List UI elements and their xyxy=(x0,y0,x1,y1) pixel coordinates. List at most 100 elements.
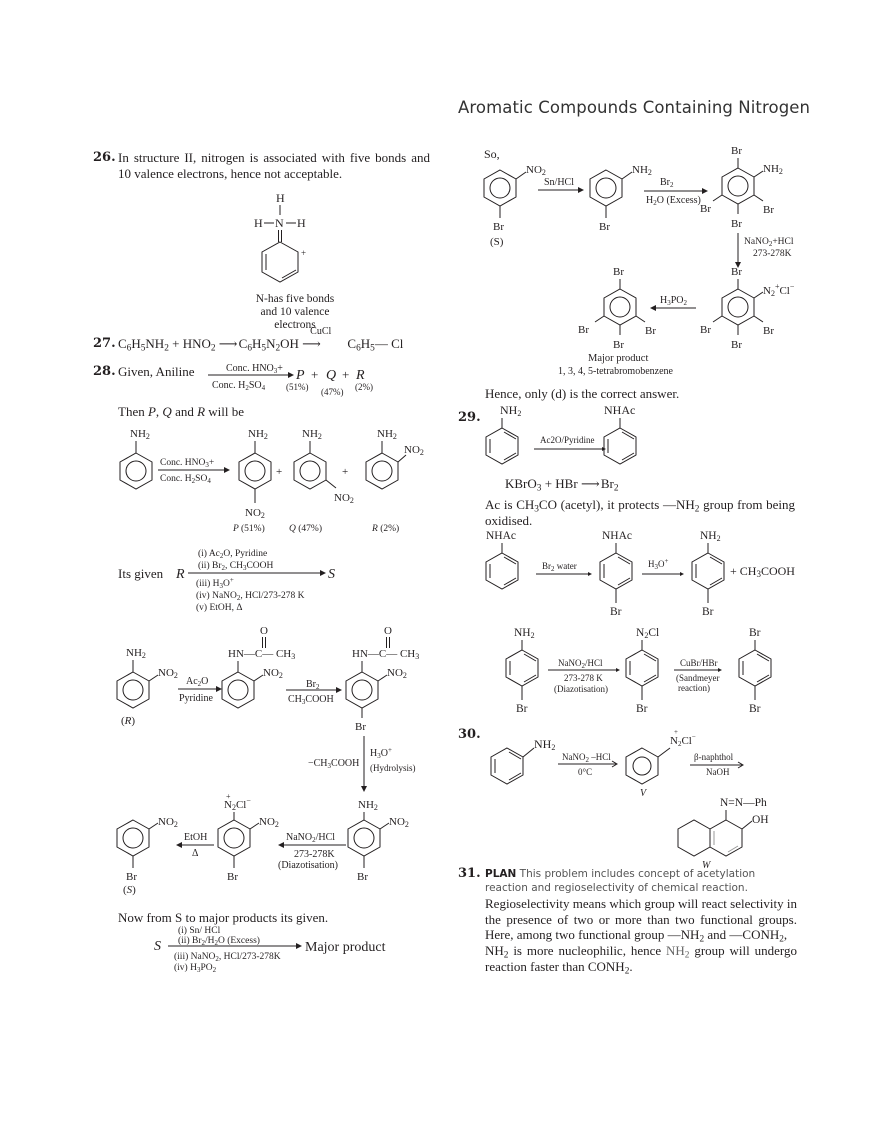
svg-text:V: V xyxy=(640,788,648,799)
svg-text:Br: Br xyxy=(610,606,622,618)
svg-text:(Diazotisation): (Diazotisation) xyxy=(554,684,608,694)
svg-text:(R): (R) xyxy=(121,715,135,727)
svg-text:(Hydrolysis): (Hydrolysis) xyxy=(370,763,416,773)
svg-text:HN—C— CH3: HN—C— CH3 xyxy=(228,648,295,661)
svg-text:Br2: Br2 xyxy=(660,177,674,189)
svg-text:reaction): reaction) xyxy=(678,683,710,693)
q28-conclusion: Hence, only (d) is the correct answer. xyxy=(485,386,680,401)
q28-equation-arrow: Conc. HNO3+ Conc. H2SO4 P + Q + R (51%) … xyxy=(208,363,373,397)
svg-text:H3O+: H3O+ xyxy=(370,746,392,760)
svg-text:Major product: Major product xyxy=(305,940,386,955)
q28-final-scheme: S (i) Sn/ HCl (ii) Br2/H2O (Excess) Majo… xyxy=(154,925,386,974)
svg-text:Br: Br xyxy=(731,266,742,278)
svg-text:+: + xyxy=(226,792,231,801)
svg-text:(iv) H3PO2: (iv) H3PO2 xyxy=(174,962,217,974)
svg-text:Sn/HCl: Sn/HCl xyxy=(544,177,574,188)
svg-text:NO2: NO2 xyxy=(158,816,178,829)
svg-text:NH2: NH2 xyxy=(763,163,783,176)
svg-text:273-278K: 273-278K xyxy=(753,249,792,259)
svg-text:S: S xyxy=(154,939,161,954)
svg-text:(iii) H3O+: (iii) H3O+ xyxy=(196,576,234,590)
svg-text:Br: Br xyxy=(731,218,742,230)
svg-text:NH2: NH2 xyxy=(248,428,268,441)
svg-text:NH2: NH2 xyxy=(632,164,652,177)
svg-text:NaNO2+HCl: NaNO2+HCl xyxy=(744,237,794,248)
svg-text:Br2 water: Br2 water xyxy=(542,561,577,573)
svg-text:NO2: NO2 xyxy=(387,667,407,680)
question-number-30: 30. xyxy=(458,727,481,742)
svg-text:Br: Br xyxy=(731,339,742,351)
q29-acetylation-scheme: NH2 Ac2O/Pyridine NHAc xyxy=(485,403,637,465)
svg-text:Major product: Major product xyxy=(588,353,648,364)
svg-text:(iii) NaNO2, HCl/273-278K: (iii) NaNO2, HCl/273-278K xyxy=(174,951,281,963)
q31-plan: PLAN This problem includes concept of ac… xyxy=(485,867,797,895)
svg-text:0°C: 0°C xyxy=(578,767,592,777)
svg-text:(47%): (47%) xyxy=(321,387,344,397)
svg-text:(i) Ac2O, Pyridine: (i) Ac2O, Pyridine xyxy=(198,548,267,560)
svg-text:HN—C— CH3: HN—C— CH3 xyxy=(352,648,419,661)
svg-text:CH3COOH: CH3COOH xyxy=(288,694,334,706)
svg-text:Br: Br xyxy=(357,871,368,883)
svg-text:So,: So, xyxy=(484,147,500,161)
svg-text:+: + xyxy=(301,248,306,258)
svg-text:Br: Br xyxy=(613,266,624,278)
q28-mechanism-row1: NH2 NO2 (R) Ac2O Pyridine O HN—C— CH3 NO… xyxy=(116,625,419,792)
svg-text:NaNO2 –HCl: NaNO2 –HCl xyxy=(562,752,611,764)
svg-text:H3O+: H3O+ xyxy=(648,557,669,571)
svg-text:Br2: Br2 xyxy=(306,679,320,691)
q31-paragraph-2: NH2 is more nucleophilic, hence NH2 grou… xyxy=(485,943,797,976)
svg-text:(i) Sn/ HCl: (i) Sn/ HCl xyxy=(178,925,221,936)
svg-text:O: O xyxy=(384,625,392,637)
plan-label: PLAN xyxy=(485,868,517,880)
svg-text:NO2: NO2 xyxy=(334,492,354,505)
svg-text:NHAc: NHAc xyxy=(602,530,632,542)
q31-paragraph: Regioselectivity means which group will … xyxy=(485,896,797,945)
q28-given-scheme: R (i) Ac2O, Pyridine (ii) Br2, CH3COOH S… xyxy=(175,548,335,613)
svg-text:NH2: NH2 xyxy=(500,403,521,418)
q26-text: In structure II, nitrogen is associated … xyxy=(118,150,430,181)
svg-text:273-278K: 273-278K xyxy=(294,849,335,860)
svg-text:+ CH3COOH: + CH3COOH xyxy=(730,564,795,579)
q28-given: Given, Aniline xyxy=(118,364,195,379)
svg-text:(ii) Br2/H2O (Excess): (ii) Br2/H2O (Excess) xyxy=(178,935,260,947)
svg-text:OH: OH xyxy=(752,814,769,826)
svg-text:Br: Br xyxy=(599,221,610,233)
svg-text:NO2: NO2 xyxy=(245,507,265,520)
svg-text:NH2: NH2 xyxy=(700,530,721,543)
svg-text:Pyridine: Pyridine xyxy=(179,693,213,704)
svg-text:+: + xyxy=(311,367,318,382)
svg-text:Br: Br xyxy=(613,339,624,351)
svg-text:N2Cl−: N2Cl− xyxy=(670,733,696,748)
h-atom-top: H xyxy=(276,191,285,205)
svg-text:(Diazotisation): (Diazotisation) xyxy=(278,860,338,871)
svg-text:Br: Br xyxy=(702,606,714,618)
svg-text:Br: Br xyxy=(763,325,774,337)
svg-text:Br: Br xyxy=(126,871,137,883)
svg-text:+: + xyxy=(674,728,678,736)
svg-text:H3PO2: H3PO2 xyxy=(660,295,688,307)
svg-text:N=N—Ph: N=N—Ph xyxy=(720,797,767,809)
svg-text:Br: Br xyxy=(700,203,711,215)
svg-text:(51%): (51%) xyxy=(286,382,309,392)
svg-text:W: W xyxy=(702,860,712,871)
svg-text:Br: Br xyxy=(645,325,656,337)
q29-sandmeyer-scheme: NH2 Br NaNO2/HCl 273-278 K (Diazotisatio… xyxy=(505,627,772,715)
svg-text:(iv) NaNO2, HCl/273-278 K: (iv) NaNO2, HCl/273-278 K xyxy=(196,590,305,602)
svg-text:N2+Cl−: N2+Cl− xyxy=(763,282,795,298)
svg-text:NO2: NO2 xyxy=(389,816,409,829)
svg-text:Δ: Δ xyxy=(192,848,199,859)
question-number-29: 29. xyxy=(458,410,481,425)
svg-text:NH2: NH2 xyxy=(302,428,322,441)
svg-text:N: N xyxy=(275,216,284,230)
svg-text:N2Cl−: N2Cl− xyxy=(224,796,251,812)
svg-text:EtOH: EtOH xyxy=(184,832,207,843)
svg-text:Br: Br xyxy=(355,721,366,733)
svg-text:NO2: NO2 xyxy=(404,444,424,457)
q26-structure: H H N H + xyxy=(254,191,306,283)
svg-text:273-278 K: 273-278 K xyxy=(564,673,603,683)
q30-azo-scheme: NH2 NaNO2 –HCl 0°C + N2Cl− V β-naphthol … xyxy=(490,728,769,871)
svg-text:Ac2O: Ac2O xyxy=(186,676,208,688)
svg-text:Br: Br xyxy=(227,871,238,883)
svg-text:Conc. H2SO4: Conc. H2SO4 xyxy=(160,474,211,485)
q28-then-text: Then P, Q and R will be xyxy=(118,404,245,419)
